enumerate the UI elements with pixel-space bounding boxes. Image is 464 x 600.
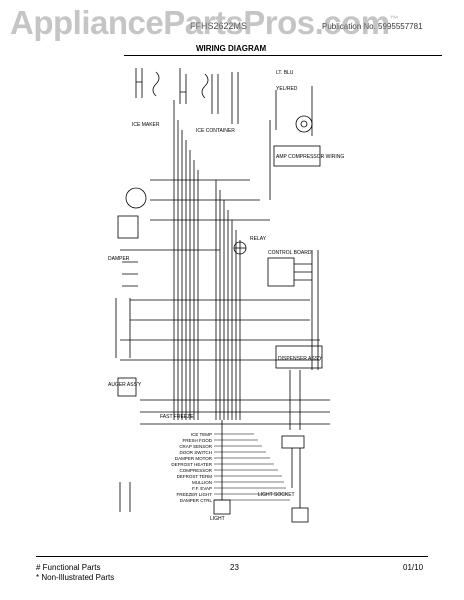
- label-light-socket: LIGHT SOCKET: [258, 492, 295, 498]
- dispenser-box: [275, 345, 323, 488]
- label-ice-maker: ICE MAKER: [132, 122, 160, 128]
- legend-line: MULLION: [192, 480, 212, 485]
- functional-parts-note: # Functional Parts: [36, 563, 101, 572]
- label-fast-freeze: FAST FREEZE: [160, 414, 194, 420]
- label-relay: RELAY: [250, 236, 267, 242]
- non-illustrated-note: * Non-Illustrated Parts: [36, 573, 115, 582]
- bottom-components: [119, 420, 309, 523]
- legend-line: FRESH FOOD: [182, 438, 212, 443]
- revision-date: 01/10: [403, 563, 424, 572]
- legend-line: DEFROST HEATER: [171, 462, 212, 467]
- legend-line: COMPRESSOR: [179, 468, 212, 473]
- page-number: 23: [230, 563, 239, 572]
- legend-leaders: [214, 433, 290, 501]
- label-damper: DAMPER: [108, 256, 130, 262]
- label-compressor-wiring: AMP COMPRESSOR WIRING: [276, 154, 344, 160]
- legend-line: DEFROST TERM: [177, 474, 213, 479]
- legend-line: FREEZER LIGHT: [176, 492, 212, 497]
- label-auger-assy: AUGER ASS'Y: [108, 382, 142, 388]
- legend-line: DAMPER CTRL: [180, 498, 213, 503]
- compressor-box: [269, 86, 321, 200]
- label-light: LIGHT: [210, 516, 225, 522]
- label-dispenser-assy: DISPENSER ASS'Y: [278, 356, 323, 362]
- footer-rule: [36, 556, 428, 557]
- control-board: [267, 250, 319, 370]
- label-ice-container: ICE CONTAINER: [196, 128, 235, 134]
- top-switch-group: [135, 68, 239, 124]
- legend-line: CRAP SENSOR: [179, 444, 212, 449]
- legend-line: ICE TEMP: [191, 432, 212, 437]
- legend-line: F.F. EVAP: [192, 486, 212, 491]
- horizontal-buses: [120, 179, 330, 425]
- label-yel-red: YEL/RED: [276, 86, 298, 92]
- publication-number: Publication No. 5995557781: [322, 22, 423, 31]
- left-components: [115, 187, 147, 397]
- fan-motor: [233, 241, 247, 255]
- main-bus: [173, 100, 241, 420]
- header-rule: [124, 55, 442, 56]
- label-control-board: CONTROL BOARD: [268, 250, 312, 256]
- page-title: WIRING DIAGRAM: [196, 44, 267, 53]
- label-lt-blu: LT. BLU: [276, 70, 294, 76]
- legend-line: DOOR SWITCH: [180, 450, 213, 455]
- legend-line: DAMPER MOTOR: [175, 456, 213, 461]
- model-number: FFHS2622MS: [190, 21, 248, 31]
